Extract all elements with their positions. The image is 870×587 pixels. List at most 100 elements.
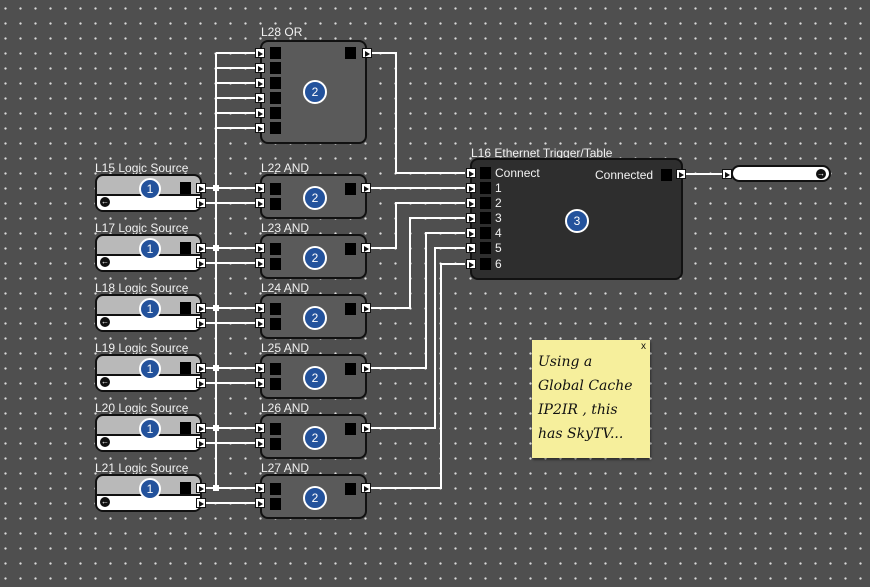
and-input-pin[interactable] — [255, 303, 265, 313]
input-port[interactable] — [480, 212, 491, 224]
or-to-ethernet-wire[interactable] — [372, 52, 465, 174]
and-input-pin[interactable] — [255, 498, 265, 508]
source-output-pin[interactable] — [196, 183, 206, 193]
input-port[interactable] — [270, 122, 281, 134]
ethernet-input-pin[interactable] — [466, 183, 476, 193]
and-block[interactable]: 2 — [260, 294, 367, 339]
output-port[interactable] — [345, 363, 356, 375]
and-block[interactable]: 2 — [260, 174, 367, 219]
and-block[interactable]: 2 — [260, 414, 367, 459]
or-input-pin[interactable] — [255, 108, 265, 118]
input-port[interactable] — [270, 198, 281, 210]
input-port[interactable] — [480, 242, 491, 254]
logic-source-block[interactable]: ← 1 — [95, 234, 202, 272]
and-to-ethernet-wire[interactable] — [371, 202, 465, 249]
source-output-pin[interactable] — [196, 423, 206, 433]
logic-source-block[interactable]: ← 1 — [95, 294, 202, 332]
and-to-ethernet-wire[interactable] — [371, 217, 465, 309]
sticky-note[interactable]: x Using a Global Cache IP2IR , this has … — [532, 340, 650, 458]
ethernet-input-pin[interactable] — [466, 168, 476, 178]
output-port[interactable] — [180, 182, 191, 194]
output-port[interactable] — [345, 423, 356, 435]
and-input-pin[interactable] — [255, 258, 265, 268]
input-port[interactable] — [270, 47, 281, 59]
ethernet-input-pin[interactable] — [466, 213, 476, 223]
and-to-ethernet-wire[interactable] — [371, 232, 465, 369]
output-port[interactable] — [180, 242, 191, 254]
arrow-left-icon[interactable]: ← — [100, 437, 110, 447]
ethernet-input-pin[interactable] — [466, 243, 476, 253]
and-output-pin[interactable] — [361, 363, 371, 373]
input-port[interactable] — [270, 77, 281, 89]
source-back-pin[interactable] — [196, 318, 206, 328]
input-port[interactable] — [270, 107, 281, 119]
output-port[interactable] — [180, 302, 191, 314]
and-to-ethernet-wire[interactable] — [371, 247, 465, 429]
input-port[interactable] — [480, 197, 491, 209]
input-port[interactable] — [270, 378, 281, 390]
and-input-pin[interactable] — [255, 378, 265, 388]
and-input-pin[interactable] — [255, 243, 265, 253]
and-to-ethernet-wire[interactable] — [371, 263, 465, 489]
or-input-pin[interactable] — [255, 93, 265, 103]
ethernet-input-pin[interactable] — [466, 198, 476, 208]
and-input-pin[interactable] — [255, 363, 265, 373]
arrow-right-icon[interactable]: → — [816, 168, 826, 179]
and-input-pin[interactable] — [255, 318, 265, 328]
and-input-pin[interactable] — [255, 198, 265, 208]
close-icon[interactable]: x — [641, 341, 646, 352]
or-input-pin[interactable] — [255, 123, 265, 133]
source-output-pin[interactable] — [196, 483, 206, 493]
input-port[interactable] — [270, 318, 281, 330]
arrow-left-icon[interactable]: ← — [100, 197, 110, 207]
input-port[interactable] — [270, 303, 281, 315]
or-input-pin[interactable] — [255, 63, 265, 73]
and-input-pin[interactable] — [255, 423, 265, 433]
logic-source-block[interactable]: ← 1 — [95, 174, 202, 212]
and-input-pin[interactable] — [255, 183, 265, 193]
and-output-pin[interactable] — [361, 483, 371, 493]
output-port[interactable] — [345, 183, 356, 195]
source-back-pin[interactable] — [196, 258, 206, 268]
input-port[interactable] — [270, 62, 281, 74]
output-port[interactable] — [345, 483, 356, 495]
output-field[interactable]: → — [731, 165, 831, 182]
arrow-left-icon[interactable]: ← — [100, 257, 110, 267]
ethernet-trigger-block[interactable]: 3 Connected — [470, 158, 683, 280]
input-port[interactable] — [270, 363, 281, 375]
input-port[interactable] — [270, 483, 281, 495]
source-back-pin[interactable] — [196, 378, 206, 388]
output-port[interactable] — [345, 47, 356, 59]
arrow-left-icon[interactable]: ← — [100, 377, 110, 387]
source-output-pin[interactable] — [196, 303, 206, 313]
or-output-pin[interactable] — [362, 48, 372, 58]
input-port[interactable] — [480, 182, 491, 194]
source-back-pin[interactable] — [196, 438, 206, 448]
arrow-left-icon[interactable]: ← — [100, 317, 110, 327]
or-input-pin[interactable] — [255, 78, 265, 88]
output-port[interactable] — [661, 169, 672, 181]
source-back-pin[interactable] — [196, 498, 206, 508]
source-back-pin[interactable] — [196, 198, 206, 208]
and-output-pin[interactable] — [361, 303, 371, 313]
logic-source-block[interactable]: ← 1 — [95, 354, 202, 392]
input-port[interactable] — [480, 258, 491, 270]
source-output-pin[interactable] — [196, 243, 206, 253]
and-input-pin[interactable] — [255, 483, 265, 493]
output-port[interactable] — [180, 482, 191, 494]
output-port[interactable] — [180, 362, 191, 374]
and-output-pin[interactable] — [361, 183, 371, 193]
ethernet-input-pin[interactable] — [466, 259, 476, 269]
and-input-pin[interactable] — [255, 438, 265, 448]
and-block[interactable]: 2 — [260, 234, 367, 279]
and-block[interactable]: 2 — [260, 354, 367, 399]
arrow-left-icon[interactable]: ← — [100, 497, 110, 507]
input-port[interactable] — [270, 498, 281, 510]
output-port[interactable] — [180, 422, 191, 434]
source-output-pin[interactable] — [196, 363, 206, 373]
input-port[interactable] — [270, 438, 281, 450]
or-input-pin[interactable] — [255, 48, 265, 58]
ethernet-input-pin[interactable] — [466, 228, 476, 238]
and-output-pin[interactable] — [361, 243, 371, 253]
